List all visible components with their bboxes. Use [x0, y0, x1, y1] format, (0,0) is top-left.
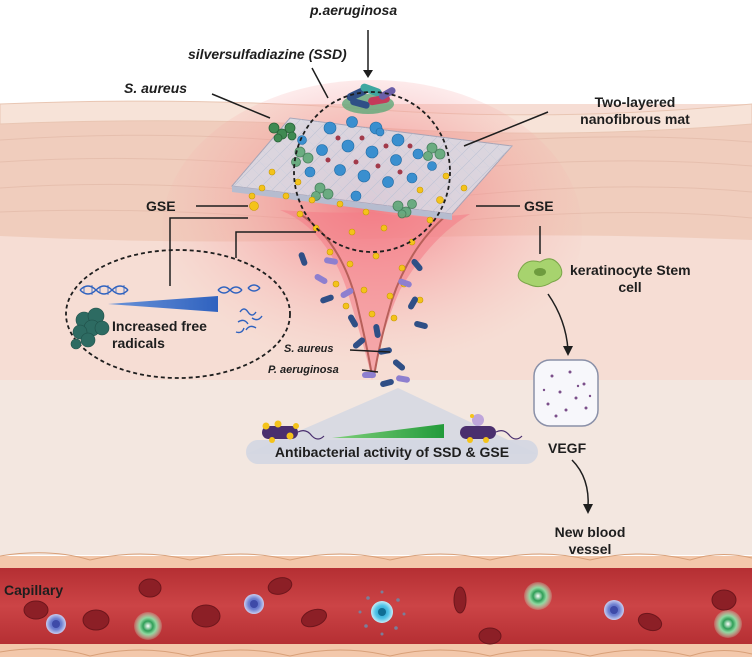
- label-new-blood-vessel: New blood vessel: [550, 524, 630, 558]
- label-s-aureus-top: S. aureus: [124, 80, 188, 96]
- arrow-stem-to-vegf: [547, 293, 569, 351]
- s-aureus-cluster-top: [268, 122, 297, 143]
- keratinocyte-stem-cell-icon: [517, 258, 563, 288]
- mat-dashed-circle: [293, 91, 451, 253]
- arrow-vegf-to-vessel: [571, 459, 589, 509]
- dna-icon: [79, 285, 129, 295]
- label-gse-left: GSE: [146, 198, 176, 214]
- s-aureus-cluster-mat-left: [291, 146, 334, 201]
- label-mat-line1: Two-layered: [594, 94, 676, 110]
- vegf-vesicle-icon: [533, 359, 599, 427]
- red-blood-cell-icon: [23, 577, 737, 645]
- label-p-aeruginosa-top: p.aeruginosa: [310, 2, 398, 18]
- wound-edge-left: [299, 213, 373, 377]
- capillary-wall-cells: [0, 552, 752, 657]
- fragmented-dna-icon: [217, 284, 263, 334]
- wound-cleft: [280, 210, 470, 380]
- antibacterial-panel-bar: [246, 440, 538, 464]
- label-capillary: Capillary: [4, 582, 64, 598]
- bacterium-icon-before: [262, 420, 325, 443]
- label-ssd: silversulfadiazine (SSD): [188, 46, 347, 62]
- silver-nanoparticles: [297, 116, 437, 202]
- leader-lines: [169, 30, 549, 373]
- bacterium-icon-after: [460, 414, 523, 443]
- label-mat-line2: nanofibrous mat: [580, 110, 690, 127]
- radicals-dashed-ellipse: [65, 249, 291, 379]
- label-s-aureus-wound: S. aureus: [284, 343, 334, 355]
- p-aeruginosa-cluster-top: [342, 83, 396, 114]
- white-blood-cell-icon: [46, 582, 742, 640]
- arrowhead-vegf-to-vessel: [583, 504, 593, 514]
- label-stem-line2: cell: [618, 278, 642, 295]
- label-vessel-line1: New blood: [554, 524, 626, 540]
- arrowhead-stem-to-vegf: [563, 346, 573, 356]
- label-vessel-line2: vessel: [568, 540, 612, 557]
- label-stem-line1: keratinocyte Stem: [570, 262, 691, 278]
- label-gse-right: GSE: [524, 198, 554, 214]
- label-antibacterial-activity: Antibacterial activity of SSD & GSE: [274, 444, 510, 460]
- label-radicals-line1: Increased free: [112, 318, 207, 334]
- label-nanofibrous-mat: Two-layered nanofibrous mat: [560, 94, 710, 128]
- antibacterial-gradient-wedge: [332, 424, 444, 438]
- label-increased-free-radicals: Increased free radicals: [112, 318, 207, 352]
- leader-arrowheads: [363, 70, 373, 78]
- gse-particles: [248, 168, 468, 322]
- label-p-aeruginosa-wound: P. aeruginosa: [268, 364, 339, 376]
- wound-bacteria: [298, 252, 428, 388]
- label-vegf: VEGF: [548, 440, 587, 456]
- label-keratinocyte-stem-cell: keratinocyte Stem cell: [570, 262, 691, 296]
- s-aureus-cluster-mat-right: [392, 142, 446, 219]
- dna-damage-gradient-wedge: [108, 296, 218, 312]
- ssd-particles: [325, 135, 413, 175]
- label-radicals-line2: radicals: [112, 334, 165, 351]
- radical-cluster-icon: [70, 307, 110, 350]
